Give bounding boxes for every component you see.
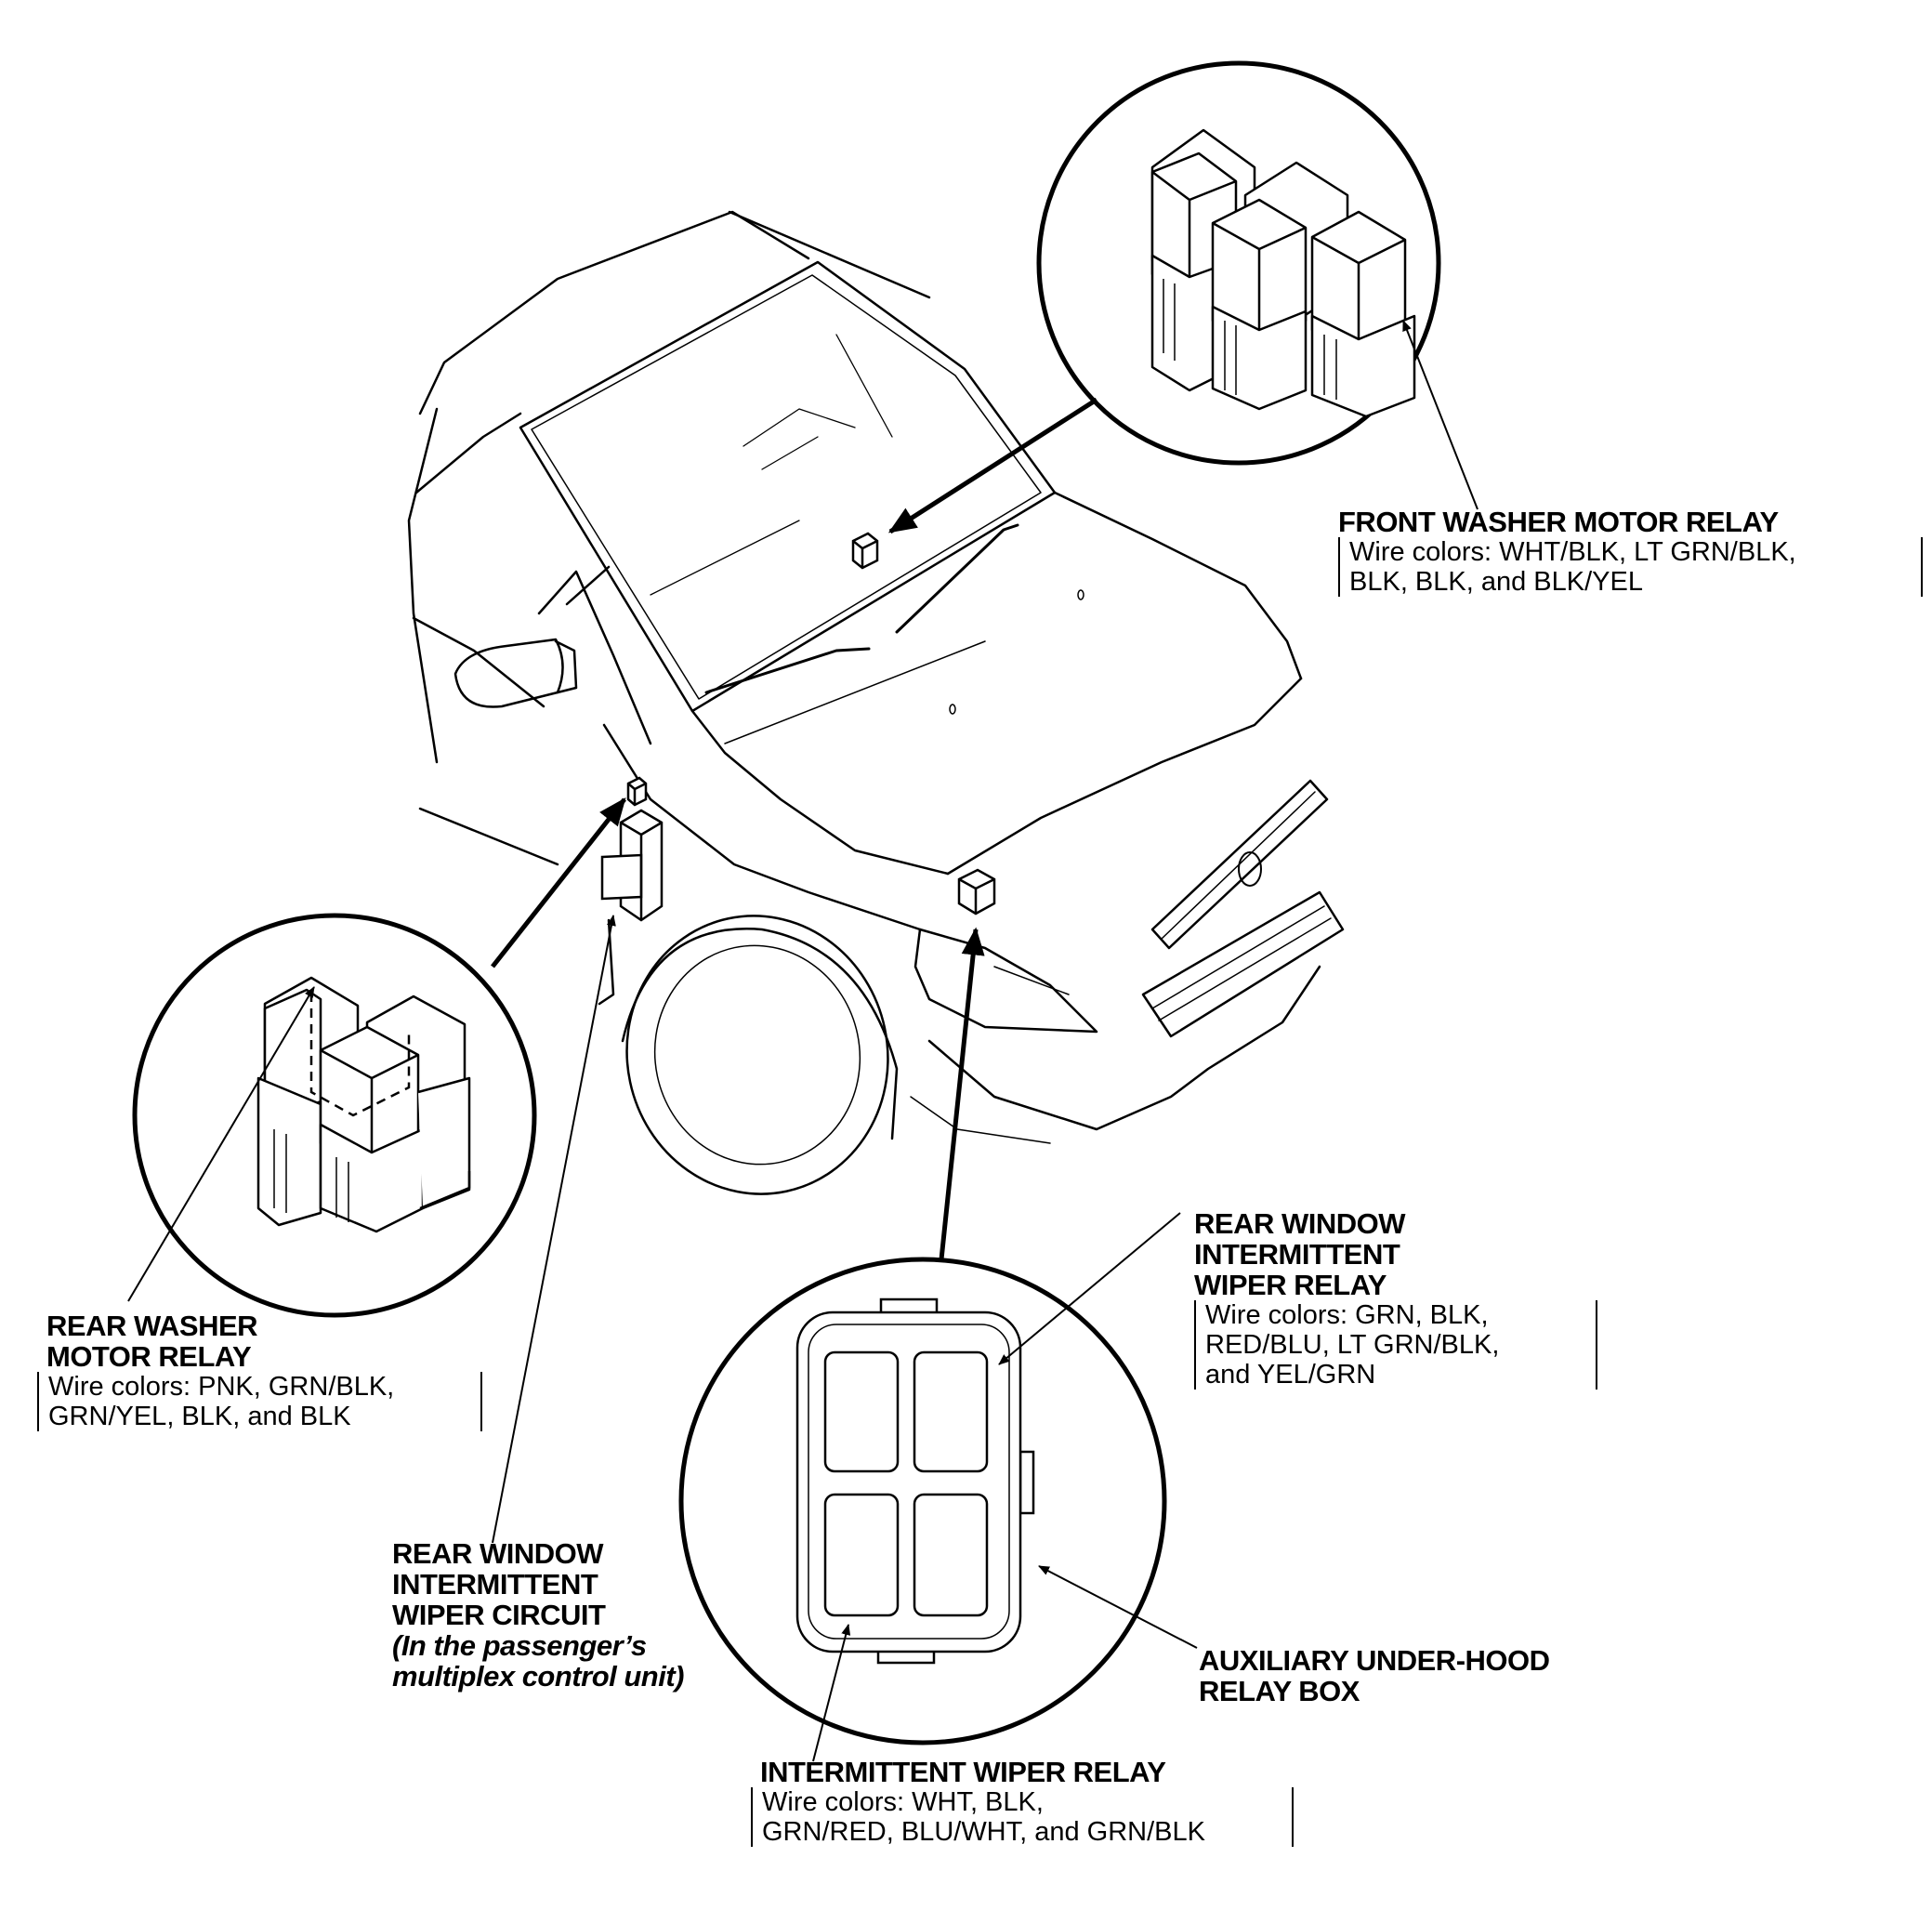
front-relay-marker-icon — [851, 532, 879, 570]
rear-window-circuit-callout: REAR WINDOW INTERMITTENT WIPER CIRCUIT (… — [392, 1537, 685, 1693]
rear-window-relay-title-3: WIPER RELAY — [1194, 1269, 1387, 1301]
multiplex-unit-marker-icon — [600, 809, 664, 922]
rear-window-circuit-note-2: multiplex control unit) — [392, 1660, 685, 1693]
rear-window-relay-wires: Wire colors: GRN, BLK, RED/BLU, LT GRN/B… — [1194, 1300, 1597, 1390]
aux-relay-box-detail — [678, 1257, 1167, 1745]
aux-relay-box-callout: AUXILIARY UNDER-HOOD RELAY BOX — [1199, 1645, 1550, 1706]
rear-washer-marker-icon — [626, 776, 648, 807]
rear-washer-wires-line2: GRN/YEL, BLK, and BLK — [48, 1402, 351, 1431]
intermittent-relay-wires: Wire colors: WHT, BLK, GRN/RED, BLU/WHT,… — [751, 1787, 1294, 1847]
rear-washer-wires-line1: Wire colors: PNK, GRN/BLK, — [48, 1372, 395, 1402]
rear-washer-relay-detail — [132, 913, 537, 1318]
rear-window-circuit-note-1: (In the passenger’s — [392, 1629, 647, 1662]
rear-window-relay-wires-line3: and YEL/GRN — [1205, 1360, 1376, 1390]
rear-window-circuit-title-1: REAR WINDOW — [392, 1537, 603, 1570]
aux-box-marker-icon — [957, 868, 996, 915]
leader-lines — [127, 320, 1479, 1762]
aux-relay-box-title-2: RELAY BOX — [1199, 1675, 1360, 1707]
front-washer-relay-detail — [1036, 60, 1441, 466]
rear-window-relay-title-1: REAR WINDOW — [1194, 1207, 1405, 1240]
rear-window-relay-wires-line2: RED/BLU, LT GRN/BLK, — [1205, 1330, 1500, 1360]
aux-relay-box-title-1: AUXILIARY UNDER-HOOD — [1199, 1644, 1550, 1677]
intermittent-relay-callout: INTERMITTENT WIPER RELAY Wire colors: WH… — [751, 1757, 1294, 1847]
rear-window-relay-title-2: INTERMITTENT — [1194, 1238, 1400, 1271]
front-washer-wires: Wire colors: WHT/BLK, LT GRN/BLK, BLK, B… — [1338, 537, 1923, 597]
intermittent-relay-wires-line1: Wire colors: WHT, BLK, — [762, 1787, 1044, 1817]
rear-washer-title-2: MOTOR RELAY — [46, 1340, 252, 1373]
rear-window-circuit-title-3: WIPER CIRCUIT — [392, 1599, 606, 1631]
rear-window-circuit-title-2: INTERMITTENT — [392, 1568, 598, 1600]
rear-window-relay-wires-line1: Wire colors: GRN, BLK, — [1205, 1300, 1489, 1330]
intermittent-relay-title: INTERMITTENT WIPER RELAY — [760, 1756, 1166, 1788]
rear-washer-callout: REAR WASHER MOTOR RELAY Wire colors: PNK… — [37, 1311, 482, 1431]
vehicle-outline — [407, 210, 1345, 1195]
rear-washer-title-1: REAR WASHER — [46, 1310, 258, 1342]
intermittent-relay-wires-line2: GRN/RED, BLU/WHT, and GRN/BLK — [762, 1817, 1205, 1847]
front-washer-wires-line1: Wire colors: WHT/BLK, LT GRN/BLK, — [1349, 537, 1796, 567]
front-washer-callout: FRONT WASHER MOTOR RELAY Wire colors: WH… — [1338, 507, 1923, 597]
front-washer-title: FRONT WASHER MOTOR RELAY — [1338, 506, 1779, 538]
rear-washer-wires: Wire colors: PNK, GRN/BLK, GRN/YEL, BLK,… — [37, 1372, 482, 1431]
rear-window-relay-callout: REAR WINDOW INTERMITTENT WIPER RELAY Wir… — [1194, 1208, 1597, 1390]
front-washer-wires-line2: BLK, BLK, and BLK/YEL — [1349, 567, 1643, 597]
